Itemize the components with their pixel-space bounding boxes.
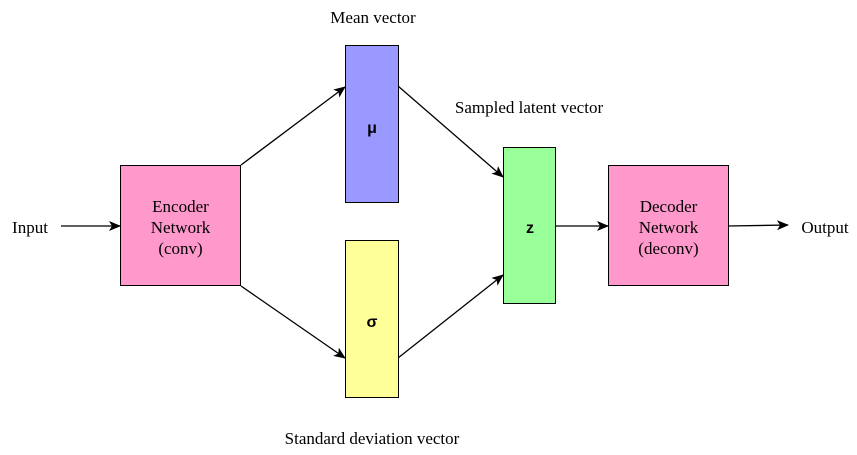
- edge-encoder-sigma: [240, 285, 346, 359]
- input-label: Input: [12, 218, 48, 237]
- encoder-label-line-2: Network: [151, 218, 211, 237]
- mu-node: μ: [345, 45, 399, 203]
- sampled-latent-annotation: Sampled latent vector: [455, 98, 604, 117]
- encoder-label-line-3: (conv): [158, 239, 202, 258]
- decoder-label-line-1: Decoder: [640, 197, 698, 216]
- edge-mu-z: [397, 85, 504, 178]
- sigma-box: [345, 240, 399, 398]
- decoder-label-line-3: (deconv): [638, 239, 698, 258]
- mu-box: [345, 45, 399, 203]
- mean-vector-annotation: Mean vector: [330, 8, 416, 27]
- edge-sigma-z: [397, 274, 504, 359]
- encoder-node: Encoder Network (conv): [120, 165, 241, 286]
- decoder-label-line-2: Network: [639, 218, 699, 237]
- encoder-box: [120, 165, 241, 286]
- edge-encoder-mu: [240, 86, 346, 166]
- edge-decoder-output: [727, 220, 789, 231]
- output-label: Output: [801, 218, 849, 237]
- mu-label: μ: [367, 120, 377, 137]
- z-node: z: [503, 147, 556, 304]
- sigma-label: σ: [367, 314, 378, 331]
- z-box: [503, 147, 556, 304]
- encoder-label-line-1: Encoder: [152, 197, 209, 216]
- sigma-node: σ: [345, 240, 399, 398]
- decoder-node: Decoder Network (deconv): [608, 165, 729, 286]
- std-vector-annotation: Standard deviation vector: [285, 429, 460, 448]
- z-label: z: [526, 220, 534, 237]
- decoder-box: [608, 165, 729, 286]
